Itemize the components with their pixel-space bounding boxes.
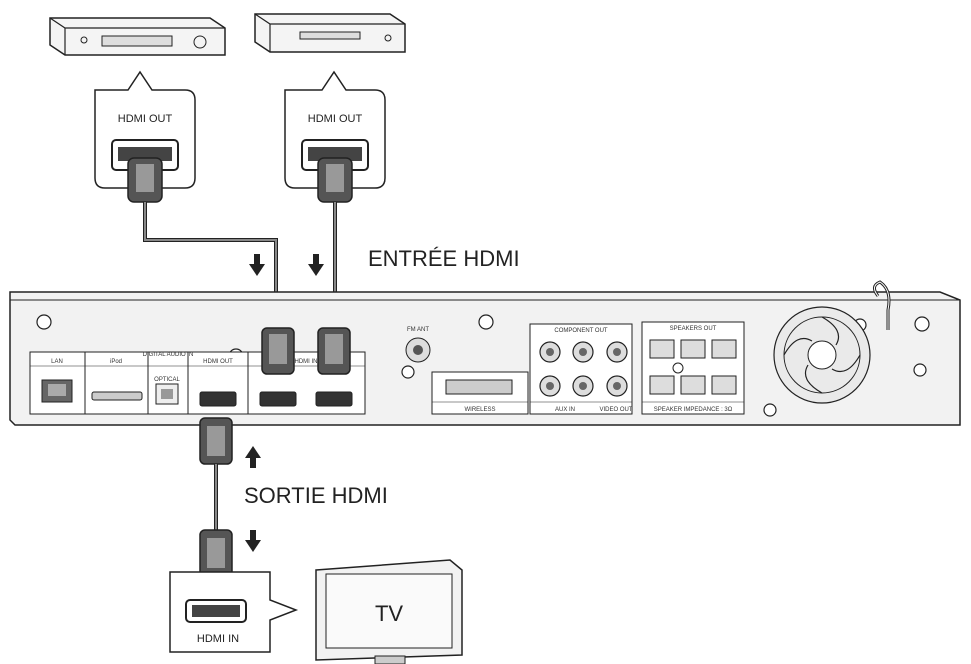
cable-left-inner [144, 202, 277, 330]
callout-left: HDMI OUT [94, 70, 196, 189]
tv-screen-text: TV [375, 601, 403, 626]
callout-right: HDMI OUT [284, 70, 386, 189]
callout-tv: HDMI IN [169, 571, 299, 653]
hdmi-in-port-label: HDMI IN [295, 359, 318, 365]
tv-icon: TV [315, 559, 463, 664]
speaker-impedance-label: SPEAKER IMPEDANCE : 3Ω [654, 407, 733, 413]
hdmi-in-label: ENTRÉE HDMI [368, 246, 520, 271]
callout-left-label: HDMI OUT [118, 113, 173, 125]
source-device-right [254, 13, 406, 53]
component-out-label: COMPONENT OUT [554, 328, 608, 334]
digital-audio-label: DIGITAL AUDIO IN [143, 352, 194, 358]
hdmi-out-port-label: HDMI OUT [203, 359, 233, 365]
source-device-left [49, 17, 226, 56]
wireless-label: WIRELESS [464, 407, 495, 413]
arrow-down-right [308, 254, 324, 276]
hdmi-plug-top-left [127, 157, 163, 203]
hdmi-out-label: SORTIE HDMI [244, 483, 388, 508]
lan-label: LAN [51, 359, 63, 365]
receiver-rear-panel: LAN iPod DIGITAL AUDIO IN HDMI OUT HDMI … [9, 280, 961, 426]
hdmi-plug-tv [199, 529, 233, 577]
aux-in-label: AUX IN [555, 407, 575, 413]
video-out-label: VIDEO OUT [599, 407, 632, 413]
arrow-down-left [249, 254, 265, 276]
speakers-out-label: SPEAKERS OUT [670, 326, 717, 332]
optical-label: OPTICAL [154, 377, 180, 383]
hdmi-in-callout-label: HDMI IN [197, 633, 239, 645]
hdmi-plug-in-2 [317, 327, 351, 375]
arrow-down-tv [245, 530, 261, 552]
hdmi-plug-top-right [317, 157, 353, 203]
fan-icon [773, 306, 871, 404]
arrow-up [245, 446, 261, 468]
hdmi-plug-in-1 [261, 327, 295, 375]
ipod-label: iPod [110, 359, 122, 365]
hdmi-plug-out-receiver [199, 417, 233, 465]
fm-ant-label: FM ANT [407, 327, 429, 333]
callout-right-label: HDMI OUT [308, 113, 363, 125]
